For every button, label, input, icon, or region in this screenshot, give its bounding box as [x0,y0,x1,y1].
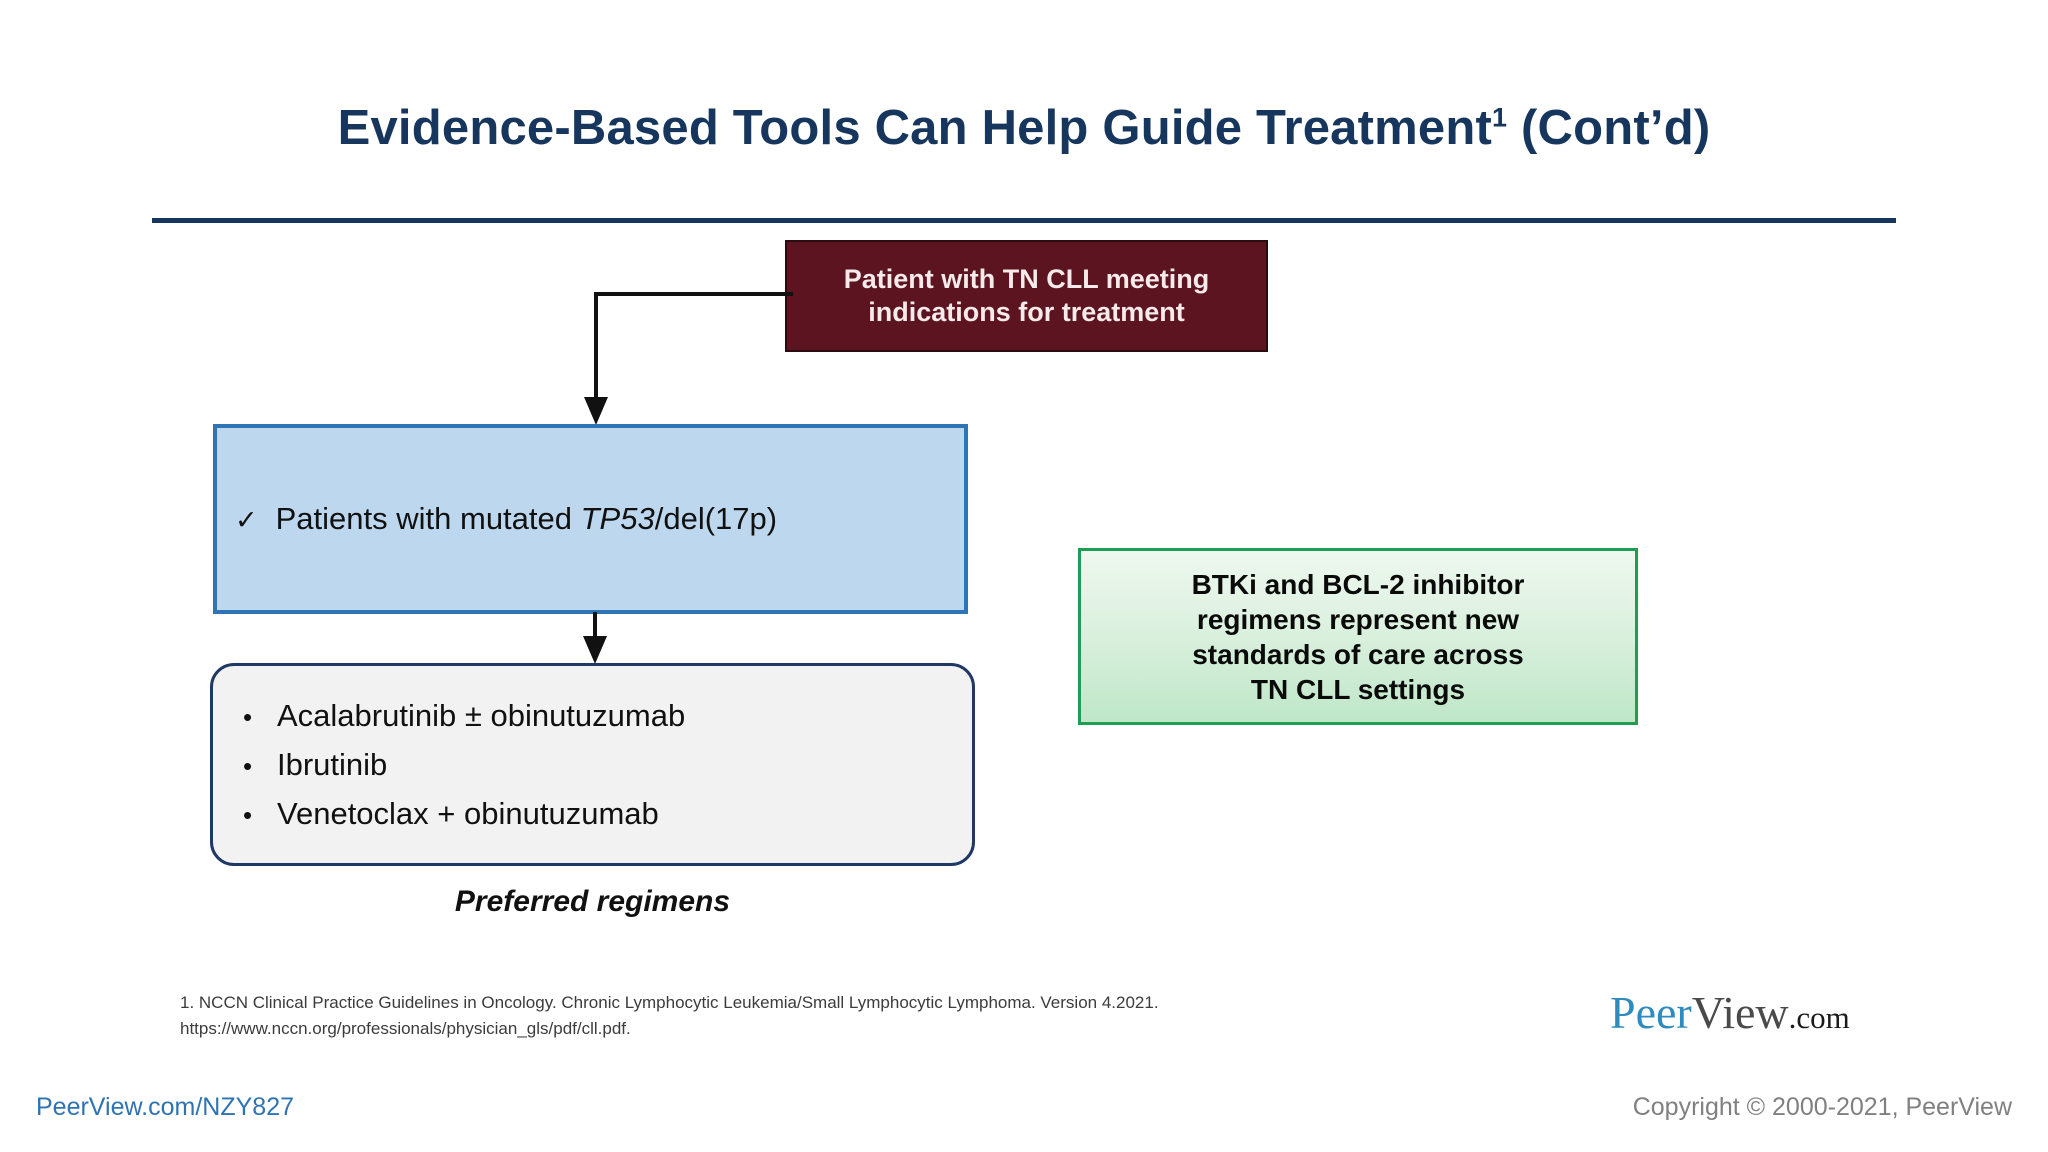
criteria-text-before: Patients with mutated [275,501,581,536]
flowchart-node-criteria: ✓ Patients with mutated TP53/del(17p) [213,424,968,614]
page-title-superscript: 1 [1492,102,1508,133]
flowchart-node-start-label: Patient with TN CLL meeting indications … [832,263,1222,329]
title-divider-rule [152,218,1896,223]
regimen-item-label: Ibrutinib [277,747,388,782]
callout-line1: BTKi and BCL-2 inhibitor [1191,568,1525,600]
bullet-icon: • [243,702,253,732]
flowchart-node-start-line1: Patient with TN CLL meeting [843,264,1210,295]
key-takeaway-callout: BTKi and BCL-2 inhibitor regimens repres… [1078,548,1638,725]
citation-footnote: 1. NCCN Clinical Practice Guidelines in … [180,990,1480,1043]
flowchart-node-criteria-row: ✓ Patients with mutated TP53/del(17p) [217,501,777,537]
connector-down-arrow [583,612,607,664]
flowchart-node-criteria-label: Patients with mutated TP53/del(17p) [276,501,777,537]
citation-line2: https://www.nccn.org/professionals/physi… [180,1019,631,1039]
peerview-logo-view: View [1691,987,1789,1038]
regimen-list-item: • Acalabrutinib ± obinutuzumab [243,700,972,731]
callout-line2: regimens represent new [1196,603,1520,635]
peerview-logo: PeerView.com [1610,990,1850,1036]
citation-line1: 1. NCCN Clinical Practice Guidelines in … [180,993,1159,1012]
connector-elbow-arrow [584,292,793,425]
gene-name-tp53: TP53 [580,501,655,536]
peerview-logo-dotcom: .com [1788,1000,1850,1035]
page-title-suffix: (Cont’d) [1507,101,1711,155]
bullet-icon: • [243,751,253,781]
footer-course-url[interactable]: PeerView.com/NZY827 [36,1093,294,1121]
checkmark-icon: ✓ [235,505,258,535]
bullet-icon: • [243,800,253,830]
page-title-text: Evidence-Based Tools Can Help Guide Trea… [337,101,1493,155]
regimen-item-label: Venetoclax + obinutuzumab [277,796,659,831]
regimen-list-item: • Venetoclax + obinutuzumab [243,798,972,829]
flowchart-node-start: Patient with TN CLL meeting indications … [785,240,1268,352]
page-title: Evidence-Based Tools Can Help Guide Trea… [152,100,1896,156]
regimen-list-item: • Ibrutinib [243,749,972,780]
footer-copyright: Copyright © 2000-2021, PeerView [1632,1093,2012,1121]
flowchart-node-regimens: • Acalabrutinib ± obinutuzumab • Ibrutin… [210,663,975,866]
criteria-text-after: /del(17p) [654,501,778,536]
preferred-regimens-caption: Preferred regimens [454,885,731,918]
peerview-logo-peer: Peer [1610,987,1692,1038]
flowchart-node-start-line2: indications for treatment [868,297,1185,327]
callout-line4: TN CLL settings [1250,673,1466,705]
regimen-item-label: Acalabrutinib ± obinutuzumab [277,698,686,733]
callout-line3: standards of care across [1192,638,1524,670]
key-takeaway-callout-label: BTKi and BCL-2 inhibitor regimens repres… [1178,567,1539,707]
